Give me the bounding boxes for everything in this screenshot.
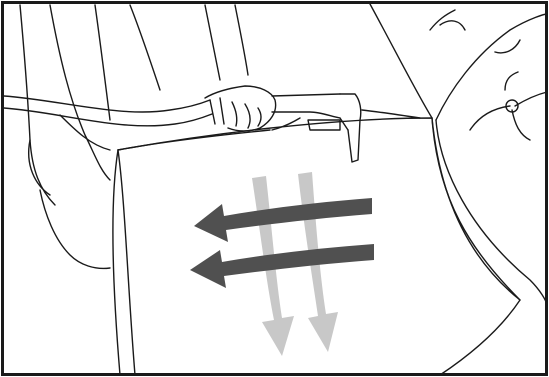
upholstery-cleaning-illustration (0, 0, 549, 377)
illustration-canvas (0, 0, 549, 377)
